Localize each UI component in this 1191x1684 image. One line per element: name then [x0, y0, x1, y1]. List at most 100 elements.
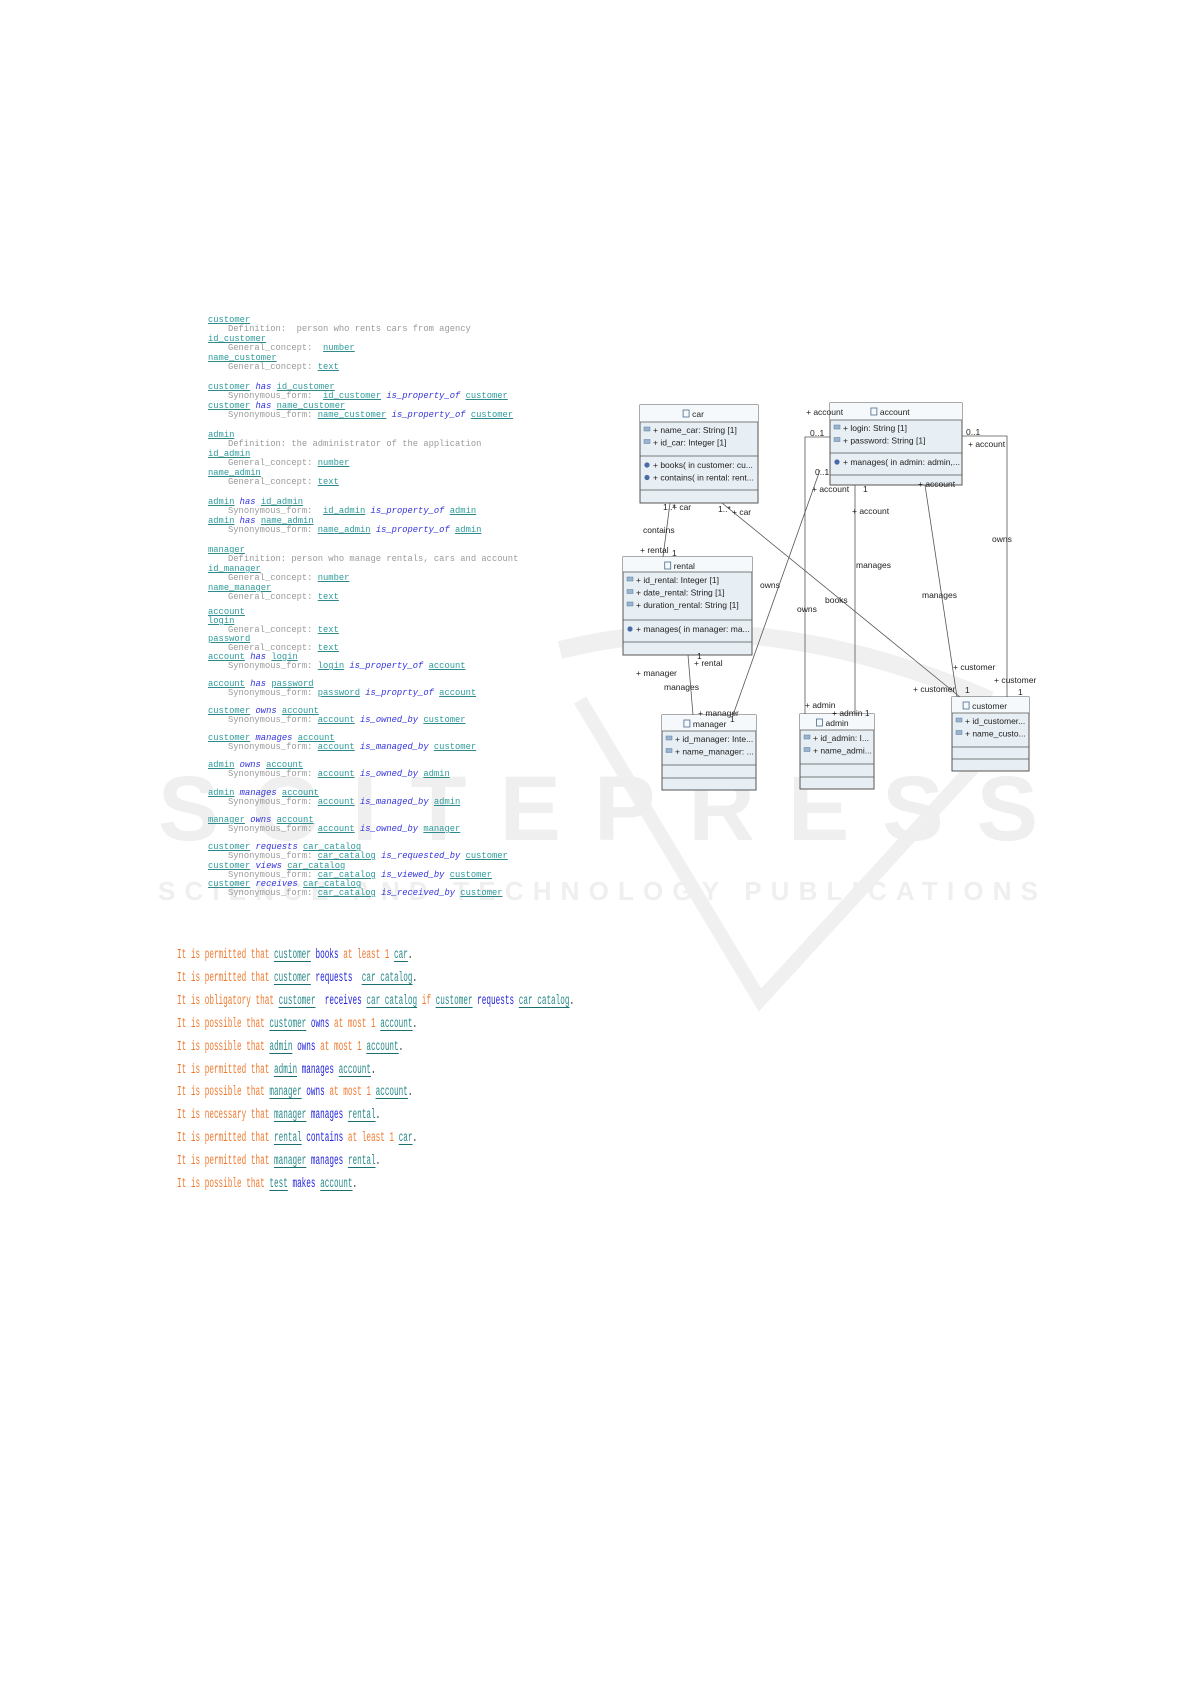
term: customer	[208, 879, 251, 889]
class-attribute: + date_rental: String [1]	[636, 588, 725, 598]
term: car_catalog	[317, 888, 376, 898]
term: account	[366, 1039, 399, 1055]
class-header	[952, 697, 1029, 713]
term: text	[317, 477, 339, 487]
role: + customer	[953, 662, 995, 672]
vocabulary-line: customer manages account	[208, 733, 335, 743]
vocabulary-line: General_concept: text	[228, 643, 339, 653]
associations	[662, 435, 1008, 716]
term: rental	[347, 1154, 376, 1170]
business-rule: It is possible that test makes account.	[177, 1177, 357, 1193]
verb: is_property_of	[381, 391, 466, 401]
verb: requests	[250, 842, 304, 852]
vocabulary-line: name_admin	[208, 468, 261, 478]
verb: is_viewed_by	[375, 870, 450, 880]
punctuation: .	[412, 970, 418, 986]
verb: receives	[315, 993, 367, 1009]
business-rule: It is permitted that customer requests c…	[177, 971, 417, 987]
term: account	[338, 1062, 371, 1078]
term: id_customer	[208, 334, 267, 344]
verb: manages	[306, 1108, 348, 1124]
term: account	[439, 688, 477, 698]
mult: 1	[965, 685, 970, 695]
class-operation: + books( in customer: cu...	[653, 460, 753, 470]
term: customer	[208, 706, 251, 716]
term: text	[317, 643, 339, 653]
role: + account	[852, 506, 890, 516]
class-icon	[683, 719, 691, 728]
class-manager[interactable]: manager+ id_manager: Inte...+ name_manag…	[661, 714, 757, 791]
term: account	[317, 824, 355, 834]
term: login	[271, 652, 298, 662]
verb: manages	[250, 733, 298, 743]
class-attribute: + id_admin: I...	[813, 733, 869, 743]
term: text	[317, 625, 339, 635]
class-attribute: + id_car: Integer [1]	[653, 438, 726, 448]
term: customer	[208, 733, 251, 743]
term: manager	[269, 1085, 302, 1101]
role: + account	[968, 439, 1006, 449]
keyword: It is permitted that	[177, 1131, 274, 1147]
operation-icon	[627, 626, 633, 632]
vocabulary-line: manager owns account	[208, 815, 314, 825]
term: account	[375, 1085, 408, 1101]
vocabulary-line: Definition: the administrator of the app…	[228, 439, 481, 449]
vocabulary-line: Definition: person who rents cars from a…	[228, 324, 471, 334]
term: admin	[208, 497, 235, 507]
term: account	[317, 715, 355, 725]
term: number	[317, 458, 350, 468]
term: customer	[423, 715, 466, 725]
term: name_admin	[208, 468, 261, 478]
class-car[interactable]: car+ name_car: String [1]+ id_car: Integ…	[639, 404, 759, 504]
term: account	[276, 815, 314, 825]
term: car catalog	[366, 993, 418, 1009]
keyword: It is permitted that	[177, 970, 274, 986]
vocabulary-line: account has password	[208, 679, 314, 689]
text: Synonymous_form:	[228, 851, 318, 861]
vocabulary-line: customer has name_customer	[208, 401, 345, 411]
vocabulary-line: admin owns account	[208, 760, 303, 770]
verb: is_received_by	[375, 888, 461, 898]
vocabulary-line: customer owns account	[208, 706, 319, 716]
term: customer	[208, 315, 251, 325]
class-icon	[962, 701, 970, 710]
mult: 1..*	[663, 502, 676, 512]
role: + manager	[636, 668, 677, 678]
attribute-icon	[626, 576, 634, 582]
term: account	[380, 1016, 413, 1032]
term: account	[317, 797, 355, 807]
term: admin	[273, 1062, 298, 1078]
term: manager	[273, 1108, 307, 1124]
term: car catalog	[361, 970, 413, 986]
term: customer	[208, 861, 251, 871]
text: General_concept:	[228, 477, 318, 487]
vocabulary-line: admin has name_admin	[208, 516, 314, 526]
label-manages: manages	[922, 590, 957, 600]
verb: contains	[301, 1131, 344, 1147]
keyword: It is obligatory that	[177, 993, 279, 1009]
verb: owns	[301, 1085, 325, 1101]
vocabulary-line: Synonymous_form: car_catalog is_requeste…	[228, 851, 508, 861]
class-admin[interactable]: admin+ id_admin: I...+ name_admi...	[799, 713, 875, 790]
role: + car	[672, 502, 691, 512]
vocabulary-line: General_concept: number	[228, 343, 355, 353]
vocabulary-line: name_customer	[208, 353, 277, 363]
term: id_customer	[276, 382, 335, 392]
punctuation: .	[352, 1177, 358, 1192]
vocabulary-line: admin	[208, 430, 234, 440]
class-rental[interactable]: rental+ id_rental: Integer [1]+ date_ren…	[622, 556, 753, 656]
class-name: customer	[972, 701, 1007, 711]
term: name_manager	[208, 583, 272, 593]
class-icon	[870, 407, 878, 416]
vocabulary-line: name_manager	[208, 583, 271, 593]
mult: 0..1	[815, 467, 829, 477]
verb: is_managed_by	[354, 797, 434, 807]
class-customer[interactable]: customer+ id_customer...+ name_custo...	[951, 696, 1030, 772]
class-account[interactable]: account+ login: String [1]+ password: St…	[829, 402, 963, 486]
term: customer	[435, 993, 473, 1009]
verb: has	[244, 652, 272, 662]
term: customer	[433, 742, 477, 752]
verb: is_property_of	[365, 506, 450, 516]
attribute-icon	[833, 424, 841, 430]
vocabulary-line: General_concept: text	[228, 477, 339, 487]
